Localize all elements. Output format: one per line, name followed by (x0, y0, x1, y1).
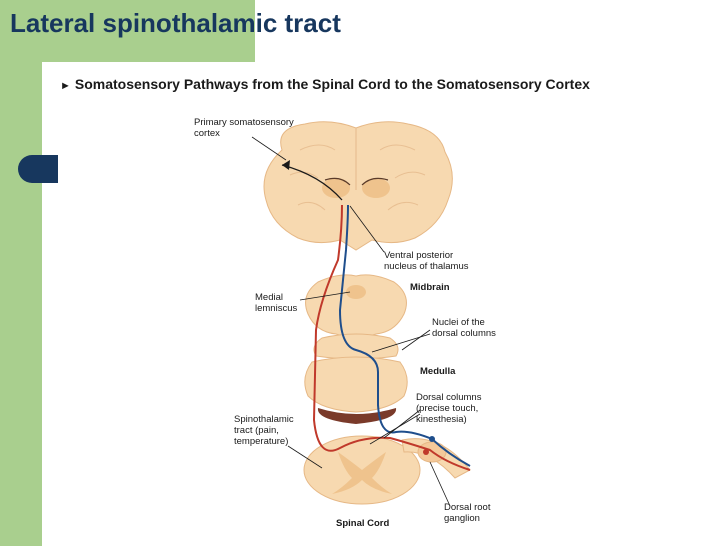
dorsal-column-line (338, 204, 471, 467)
figure-caption: ►Somatosensory Pathways from the Spinal … (60, 76, 590, 92)
leader-lines (251, 136, 451, 507)
medulla-section (304, 356, 408, 424)
spinothalamic-tract-line (312, 204, 471, 471)
brain-section (263, 121, 453, 251)
label-midbrain: Midbrain (410, 282, 450, 293)
label-medial-lemniscus: Medial lemniscus (255, 292, 298, 314)
label-ventral-posterior-nucleus: Ventral posterior nucleus of thalamus (384, 250, 469, 272)
figure-caption-text: Somatosensory Pathways from the Spinal C… (74, 76, 590, 92)
left-accent-strip (0, 62, 42, 546)
bullet-marker-icon: ► (60, 80, 71, 92)
label-primary-somatosensory-cortex: Primary somatosensory cortex (194, 117, 294, 139)
arrow-head-icon (282, 160, 290, 170)
label-dorsal-root-ganglion: Dorsal root ganglion (444, 502, 491, 524)
title-band (0, 0, 255, 62)
pathway-lines (281, 160, 471, 471)
midbrain-section (305, 274, 407, 341)
upper-medulla-section (313, 333, 399, 360)
label-spinal-cord: Spinal Cord (336, 518, 390, 529)
label-medulla: Medulla (420, 366, 456, 377)
label-nuclei-dorsal-columns: Nuclei of the dorsal columns (432, 317, 496, 339)
thalamus-left (322, 178, 350, 198)
slide-title: Lateral spinothalamic tract (10, 8, 341, 38)
thalamus-right (362, 178, 390, 198)
label-spinothalamic-tract: Spinothalamic tract (pain, temperature) (234, 414, 294, 447)
label-dorsal-columns: Dorsal columns (precise touch, kinesthes… (416, 392, 482, 425)
decorative-tab (18, 155, 58, 183)
spinal-cord-section (303, 435, 471, 505)
